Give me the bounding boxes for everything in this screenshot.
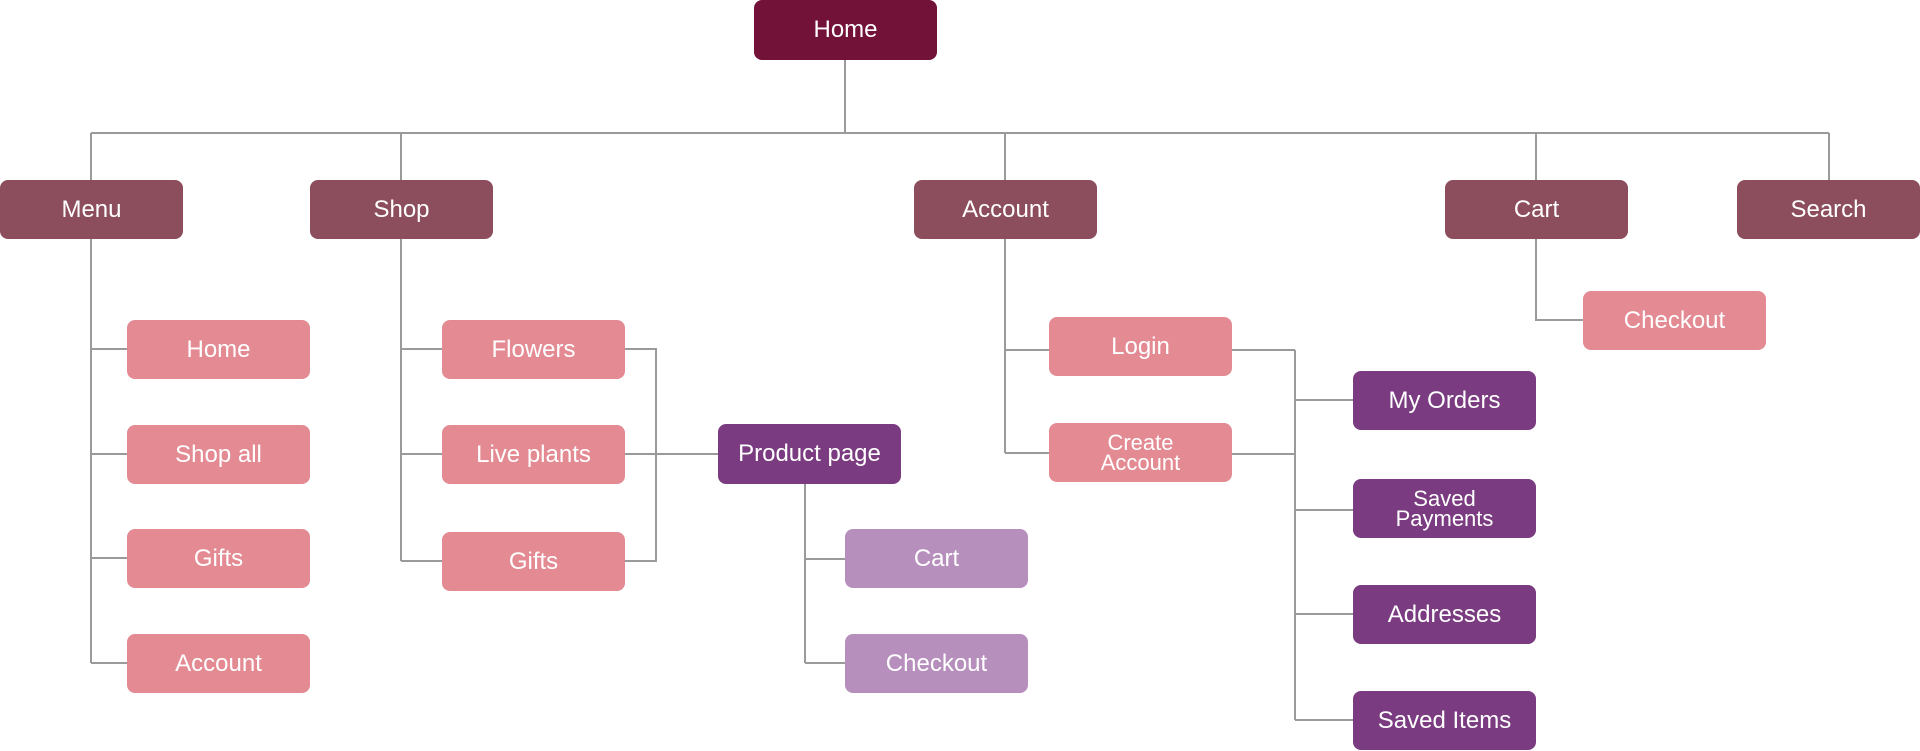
node-product-page: Product page [718,424,901,484]
node-shop: Shop [310,180,493,239]
node-menu: Menu [0,180,183,239]
node-cart-checkout: Checkout [1583,291,1766,350]
node-search: Search [1737,180,1920,239]
connector-line [1535,239,1583,321]
node-cart: Cart [1445,180,1628,239]
node-shop-flowers: Flowers [442,320,625,379]
node-saved-items: Saved Items [1353,691,1536,750]
node-menu-account: Account [127,634,310,693]
node-product-cart: Cart [845,529,1028,588]
node-menu-shop-all: Shop all [127,425,310,484]
node-home-root: Home [754,0,937,60]
node-account-login: Login [1049,317,1232,376]
node-addresses: Addresses [1353,585,1536,644]
node-menu-gifts: Gifts [127,529,310,588]
node-menu-home: Home [127,320,310,379]
node-product-checkout: Checkout [845,634,1028,693]
node-shop-live-plants: Live plants [442,425,625,484]
node-shop-gifts: Gifts [442,532,625,591]
node-account-create-account: Create Account [1049,423,1232,482]
node-account: Account [914,180,1097,239]
node-saved-payments: Saved Payments [1353,479,1536,538]
node-my-orders: My Orders [1353,371,1536,430]
